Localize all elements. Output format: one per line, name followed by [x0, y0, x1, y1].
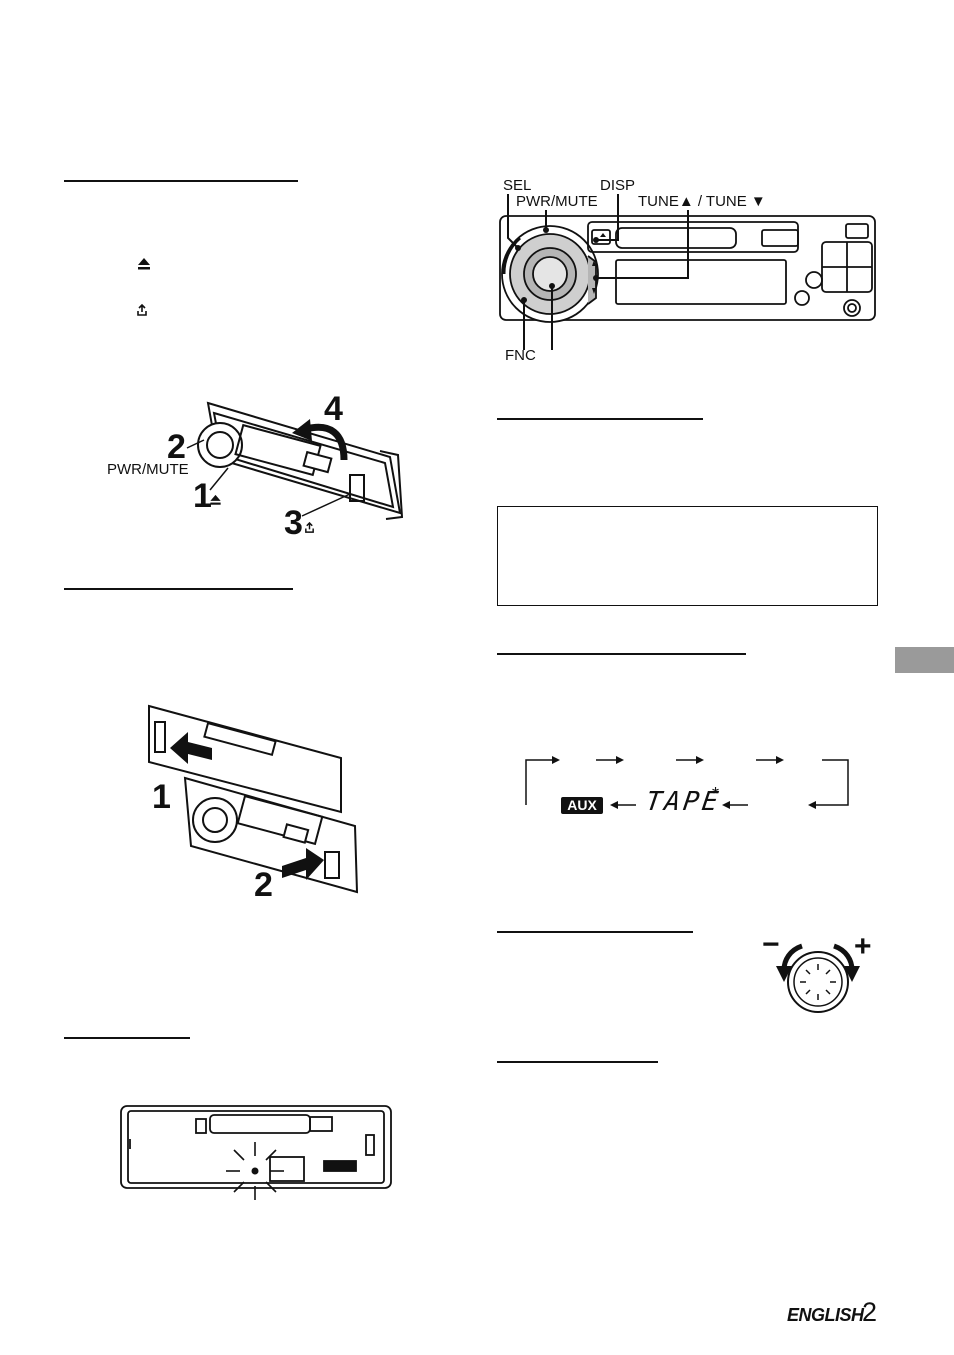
tape-asterisk: *	[712, 784, 720, 804]
control-panel-leader-lines	[507, 194, 689, 350]
release-icon	[137, 303, 147, 316]
detach-step-2-label: 2	[167, 428, 186, 466]
volume-knob-drawing	[776, 943, 860, 1013]
section-tab-marker	[895, 647, 954, 673]
section-heading-rule-2	[64, 588, 293, 590]
detach-step-1-label: 1	[193, 477, 212, 515]
section-heading-rule-3	[64, 1037, 190, 1039]
disp-label: DISP	[600, 177, 636, 194]
attach-step-2-label: 2	[254, 866, 273, 904]
fnc-label: FNC	[505, 347, 536, 364]
detach-step-4-label: 4	[324, 390, 343, 428]
page-number: 2	[862, 1297, 878, 1327]
footer-language: ENGLISH	[787, 1305, 864, 1325]
detach-step-3-label: 3	[284, 504, 303, 542]
section-heading-rule-1	[64, 180, 298, 182]
eject-icon	[138, 258, 150, 270]
release-icon	[305, 521, 314, 533]
section-heading-rule-4	[497, 418, 703, 420]
attach-arrow-2-icon	[282, 848, 324, 880]
section-heading-rule-5	[497, 653, 746, 655]
tape-source-label: TAPE	[643, 787, 723, 817]
tune-label: TUNE▲ / TUNE ▼	[638, 193, 766, 210]
aux-source-badge: AUX	[561, 797, 603, 814]
front-panel-detach-drawing	[197, 401, 404, 520]
source-cycle-arrows	[525, 756, 849, 809]
sel-label: SEL	[503, 177, 532, 194]
section-heading-rule-6	[497, 931, 693, 933]
eject-icon	[210, 494, 221, 505]
pwr-mute-label: PWR/MUTE	[516, 193, 598, 210]
attach-step-1-label: 1	[152, 778, 171, 816]
volume-minus-label: −	[762, 928, 780, 961]
panel-back-drawing	[120, 1105, 392, 1189]
attach-arrow-1-icon	[170, 732, 212, 764]
note-box	[497, 506, 878, 606]
rotate-arrow-icon	[292, 419, 348, 461]
section-heading-rule-7	[497, 1061, 658, 1063]
volume-plus-label: +	[854, 930, 872, 963]
reset-button-flash-icon	[226, 1142, 284, 1200]
detach-leader-lines	[186, 439, 351, 517]
detach-pwr-mute-label: PWR/MUTE	[107, 461, 189, 478]
